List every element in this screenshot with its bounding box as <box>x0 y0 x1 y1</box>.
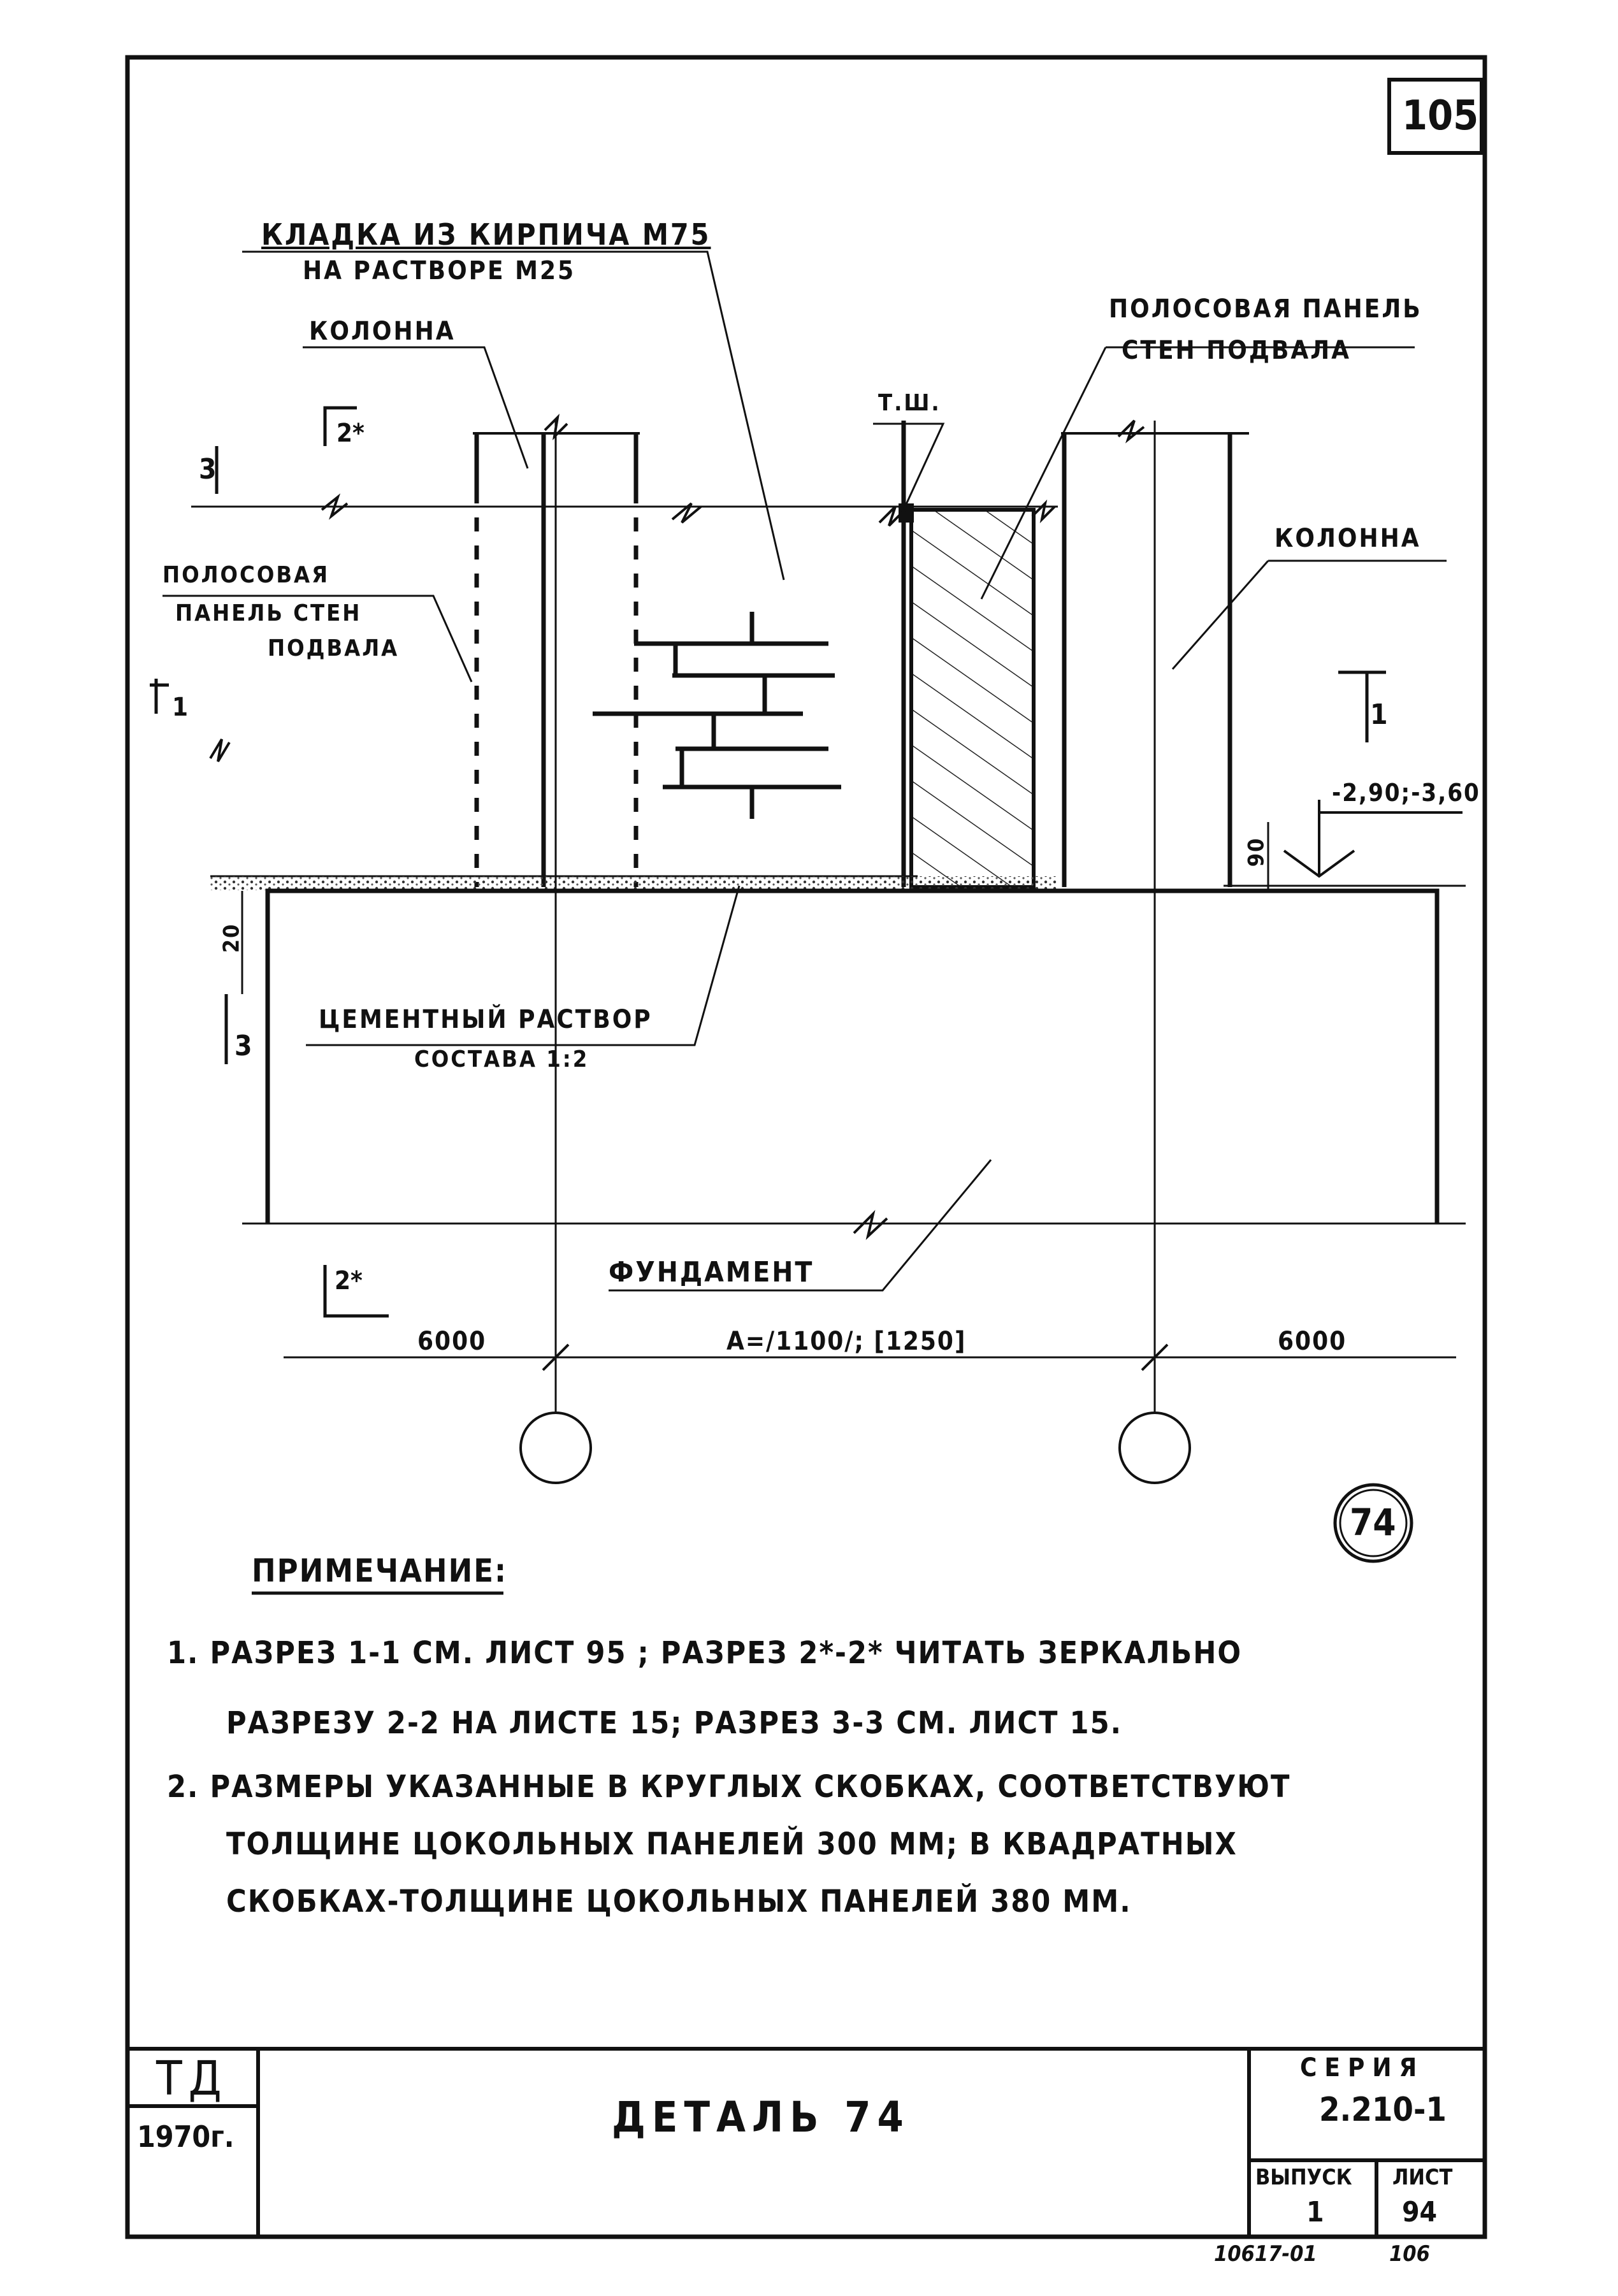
section-arrows <box>150 406 1386 1318</box>
note-1-line-2: РАЗРЕЗУ 2-2 НА ЛИСТЕ 15; РАЗРЕЗ 3-3 СМ. … <box>226 1705 1123 1741</box>
brick-symbol <box>593 612 841 819</box>
axis-bubble-right <box>1118 1412 1191 1484</box>
column-right-label: КОЛОННА <box>1275 524 1421 553</box>
note-1-line-1: 1. РАЗРЕЗ 1-1 СМ. ЛИСТ 95 ; РАЗРЕЗ 2*-2*… <box>167 1635 1243 1671</box>
strip-panel-left-line2: ПАНЕЛЬ СТЕН <box>175 600 362 626</box>
corner-number: 105 <box>1402 92 1479 140</box>
column-left-label: КОЛОННА <box>309 317 456 346</box>
tsh-label: Т.Ш. <box>878 390 941 416</box>
footer-right-code: 106 <box>1389 2241 1430 2267</box>
note-2-line-1: 2. РАЗМЕРЫ УКАЗАННЫЕ В КРУГЛЫХ СКОБКАХ, … <box>167 1769 1291 1805</box>
sheet-border <box>125 55 1487 2239</box>
section-mark-right-1: 1 <box>1370 698 1388 731</box>
mortar-label-line2: СОСТАВА 1:2 <box>414 1046 589 1072</box>
dim-right-span: 6000 <box>1278 1327 1347 1356</box>
section-mark-bottom-2: 2* <box>335 1266 363 1296</box>
sheet-label: ЛИСТ <box>1392 2165 1453 2190</box>
issue-value: 1 <box>1306 2196 1324 2228</box>
corner-number-box <box>1387 78 1484 155</box>
axis-bubble-left <box>519 1412 592 1484</box>
strip-panel-left-line1: ПОЛОСОВАЯ <box>163 562 330 588</box>
masonry-label-line1: КЛАДКА ИЗ КИРПИЧА М75 <box>261 217 711 252</box>
section-mark-left-3: 3 <box>235 1030 252 1062</box>
strip-panel-hatched <box>909 508 1036 889</box>
note-2-line-2: ТОЛЩИНЕ ЦОКОЛЬНЫХ ПАНЕЛЕЙ 300 ММ; В КВАД… <box>226 1826 1238 1862</box>
mortar-bed <box>210 876 1058 890</box>
series-value: 2.210-1 <box>1319 2091 1447 2129</box>
drawing-title: ДЕТАЛЬ 74 <box>612 2093 910 2142</box>
leader-lines <box>163 250 1447 1292</box>
note-2-line-3: СКОБКАХ-ТОЛЩИНЕ ЦОКОЛЬНЫХ ПАНЕЛЕЙ 380 ММ… <box>226 1884 1132 1919</box>
dim-20: 20 <box>219 923 245 953</box>
elevation-marker <box>1283 800 1463 878</box>
section-mark-top-3: 3 <box>199 453 217 486</box>
dim-tick-left <box>542 1343 570 1371</box>
elevation-label: -2,90;-3,60 <box>1332 779 1480 807</box>
section-mark-left-1: 1 <box>172 693 189 722</box>
foundation-label: ФУНДАМЕНТ <box>609 1256 814 1289</box>
dim-left-span: 6000 <box>417 1327 487 1356</box>
detail-number-circle-inner <box>1339 1489 1408 1557</box>
detail-number-circle <box>1333 1483 1413 1563</box>
break-marks <box>209 414 1145 1240</box>
masonry-label-line2: НА РАСТВОРЕ М25 <box>303 256 576 285</box>
title-block-lines <box>127 2047 1485 2237</box>
mortar-label-line1: ЦЕМЕНТНЫЙ РАСТВОР <box>319 1005 653 1034</box>
dim-tick-right <box>1141 1343 1169 1371</box>
foundation-outline <box>265 888 1440 1224</box>
series-label: СЕРИЯ <box>1300 2053 1425 2083</box>
dim-90: 90 <box>1243 837 1269 867</box>
title-block-org: ТД <box>156 2051 228 2106</box>
footer-left-code: 10617-01 <box>1214 2241 1317 2267</box>
strip-panel-top-line1: ПОЛОСОВАЯ ПАНЕЛЬ <box>1109 294 1422 324</box>
dim-middle-span: А=/1100/; [1250] <box>726 1327 967 1356</box>
sheet-value: 94 <box>1402 2196 1438 2228</box>
detail-number: 74 <box>1350 1501 1396 1544</box>
title-block-year: 1970г. <box>137 2119 235 2154</box>
section-mark-top-2: 2* <box>336 419 365 448</box>
strip-panel-top-line2: СТЕН ПОДВАЛА <box>1122 336 1351 365</box>
strip-panel-left-line3: ПОДВАЛА <box>268 635 400 661</box>
issue-label: ВЫПУСК <box>1255 2165 1352 2190</box>
notes-heading: ПРИМЕЧАНИЕ: <box>252 1552 507 1589</box>
